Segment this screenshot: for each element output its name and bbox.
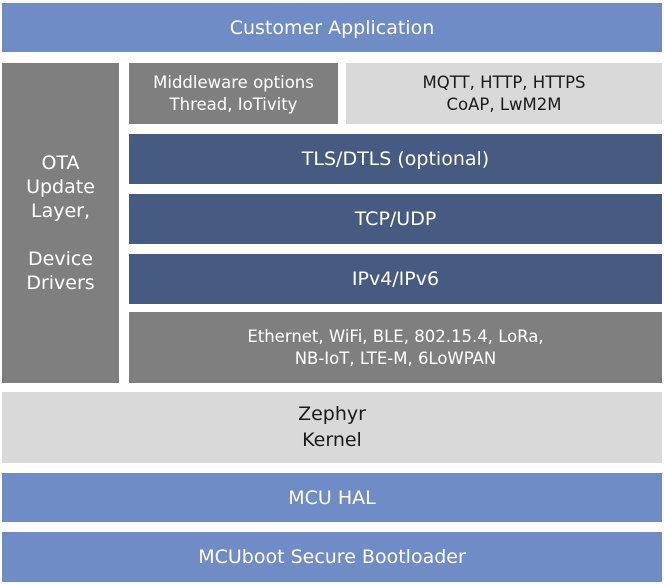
transport-label: TCP/UDP — [354, 208, 437, 230]
network-layer: IPv4/IPv6 — [129, 254, 662, 304]
link-layer: Ethernet, WiFi, BLE, 802.15.4, LoRa, NB-… — [129, 312, 662, 383]
transport-layer: TCP/UDP — [129, 194, 662, 244]
ota-label-line-1: OTA — [41, 152, 80, 174]
link-label-line-2: NB-IoT, LTE-M, 6LoWPAN — [294, 348, 497, 368]
link-label-line-1: Ethernet, WiFi, BLE, 802.15.4, LoRa, — [247, 326, 544, 346]
ota-label-spacer — [26, 223, 95, 247]
bootloader-layer: MCUboot Secure Bootloader — [2, 532, 662, 582]
ota-label-line-5: Device — [28, 248, 93, 270]
ota-label-line-6: Drivers — [26, 272, 95, 294]
ota-label-line-3: Layer, — [30, 200, 90, 222]
network-label: IPv4/IPv6 — [351, 268, 440, 290]
hal-layer: MCU HAL — [2, 473, 662, 522]
application-protocols-layer: MQTT, HTTP, HTTPS CoAP, LwM2M — [346, 63, 662, 124]
middleware-layer: Middleware options Thread, IoTivity — [129, 63, 338, 124]
protocols-label-line-2: CoAP, LwM2M — [446, 94, 562, 114]
middleware-label-line-2: Thread, IoTivity — [169, 94, 298, 114]
kernel-label-line-1: Zephyr — [298, 403, 366, 426]
customer-application-label: Customer Application — [229, 16, 435, 39]
kernel-layer: Zephyr Kernel — [2, 392, 662, 463]
hal-label: MCU HAL — [288, 486, 376, 509]
bootloader-label: MCUboot Secure Bootloader — [198, 546, 466, 568]
tls-layer: TLS/DTLS (optional) — [129, 134, 662, 184]
ota-label-line-2: Update — [26, 176, 95, 198]
customer-application-layer: Customer Application — [2, 3, 662, 52]
tls-label: TLS/DTLS (optional) — [301, 148, 490, 170]
ota-device-drivers-layer: OTA Update Layer, Device Drivers — [2, 63, 119, 383]
kernel-label-line-2: Kernel — [302, 428, 362, 451]
protocols-label-line-1: MQTT, HTTP, HTTPS — [422, 72, 586, 92]
middleware-label-line-1: Middleware options — [153, 72, 314, 92]
